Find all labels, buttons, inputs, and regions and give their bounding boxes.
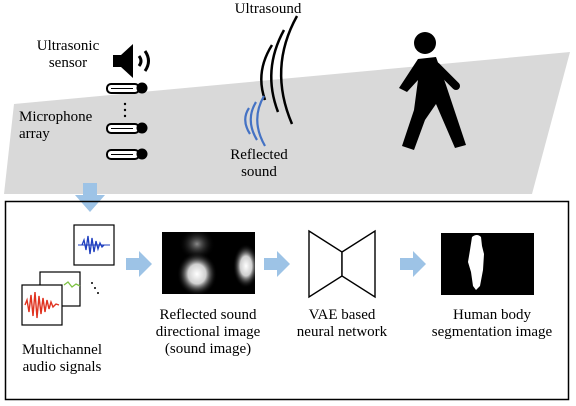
vae-network-icon	[308, 229, 376, 299]
segmentation-label: Human body segmentation image	[431, 307, 553, 340]
microphone-icon	[106, 82, 148, 94]
ultrasound-waves	[260, 15, 299, 125]
microphone-array-label: Microphone array	[19, 109, 93, 142]
audio-signals-label: Multichannel audio signals	[22, 342, 102, 375]
segmentation-image	[441, 233, 534, 295]
audio-signal-window-3	[73, 224, 115, 266]
pipeline-box	[4, 200, 570, 401]
process-arrow-3	[400, 251, 426, 277]
vae-label: VAE based neural network	[296, 307, 388, 340]
reflected-sound-waves	[244, 95, 266, 147]
sound-image-label: Reflected sound directional image (sound…	[155, 307, 261, 357]
microphone-icon	[106, 148, 148, 160]
microphone-dots	[123, 102, 127, 118]
ultrasound-label: Ultrasound	[234, 1, 302, 17]
speaker-icon	[113, 44, 150, 78]
down-arrow	[75, 183, 105, 212]
walking-person-icon	[399, 32, 466, 150]
process-arrow-1	[126, 251, 152, 277]
sound-image	[162, 232, 255, 294]
process-arrow-2	[264, 251, 290, 277]
audio-signal-window-1	[21, 284, 63, 326]
audio-ellipsis	[91, 282, 99, 294]
reflected-sound-label: Reflected sound	[230, 147, 288, 180]
ultrasonic-sensor-label: Ultrasonic sensor	[36, 38, 100, 71]
microphone-icon	[106, 122, 148, 134]
